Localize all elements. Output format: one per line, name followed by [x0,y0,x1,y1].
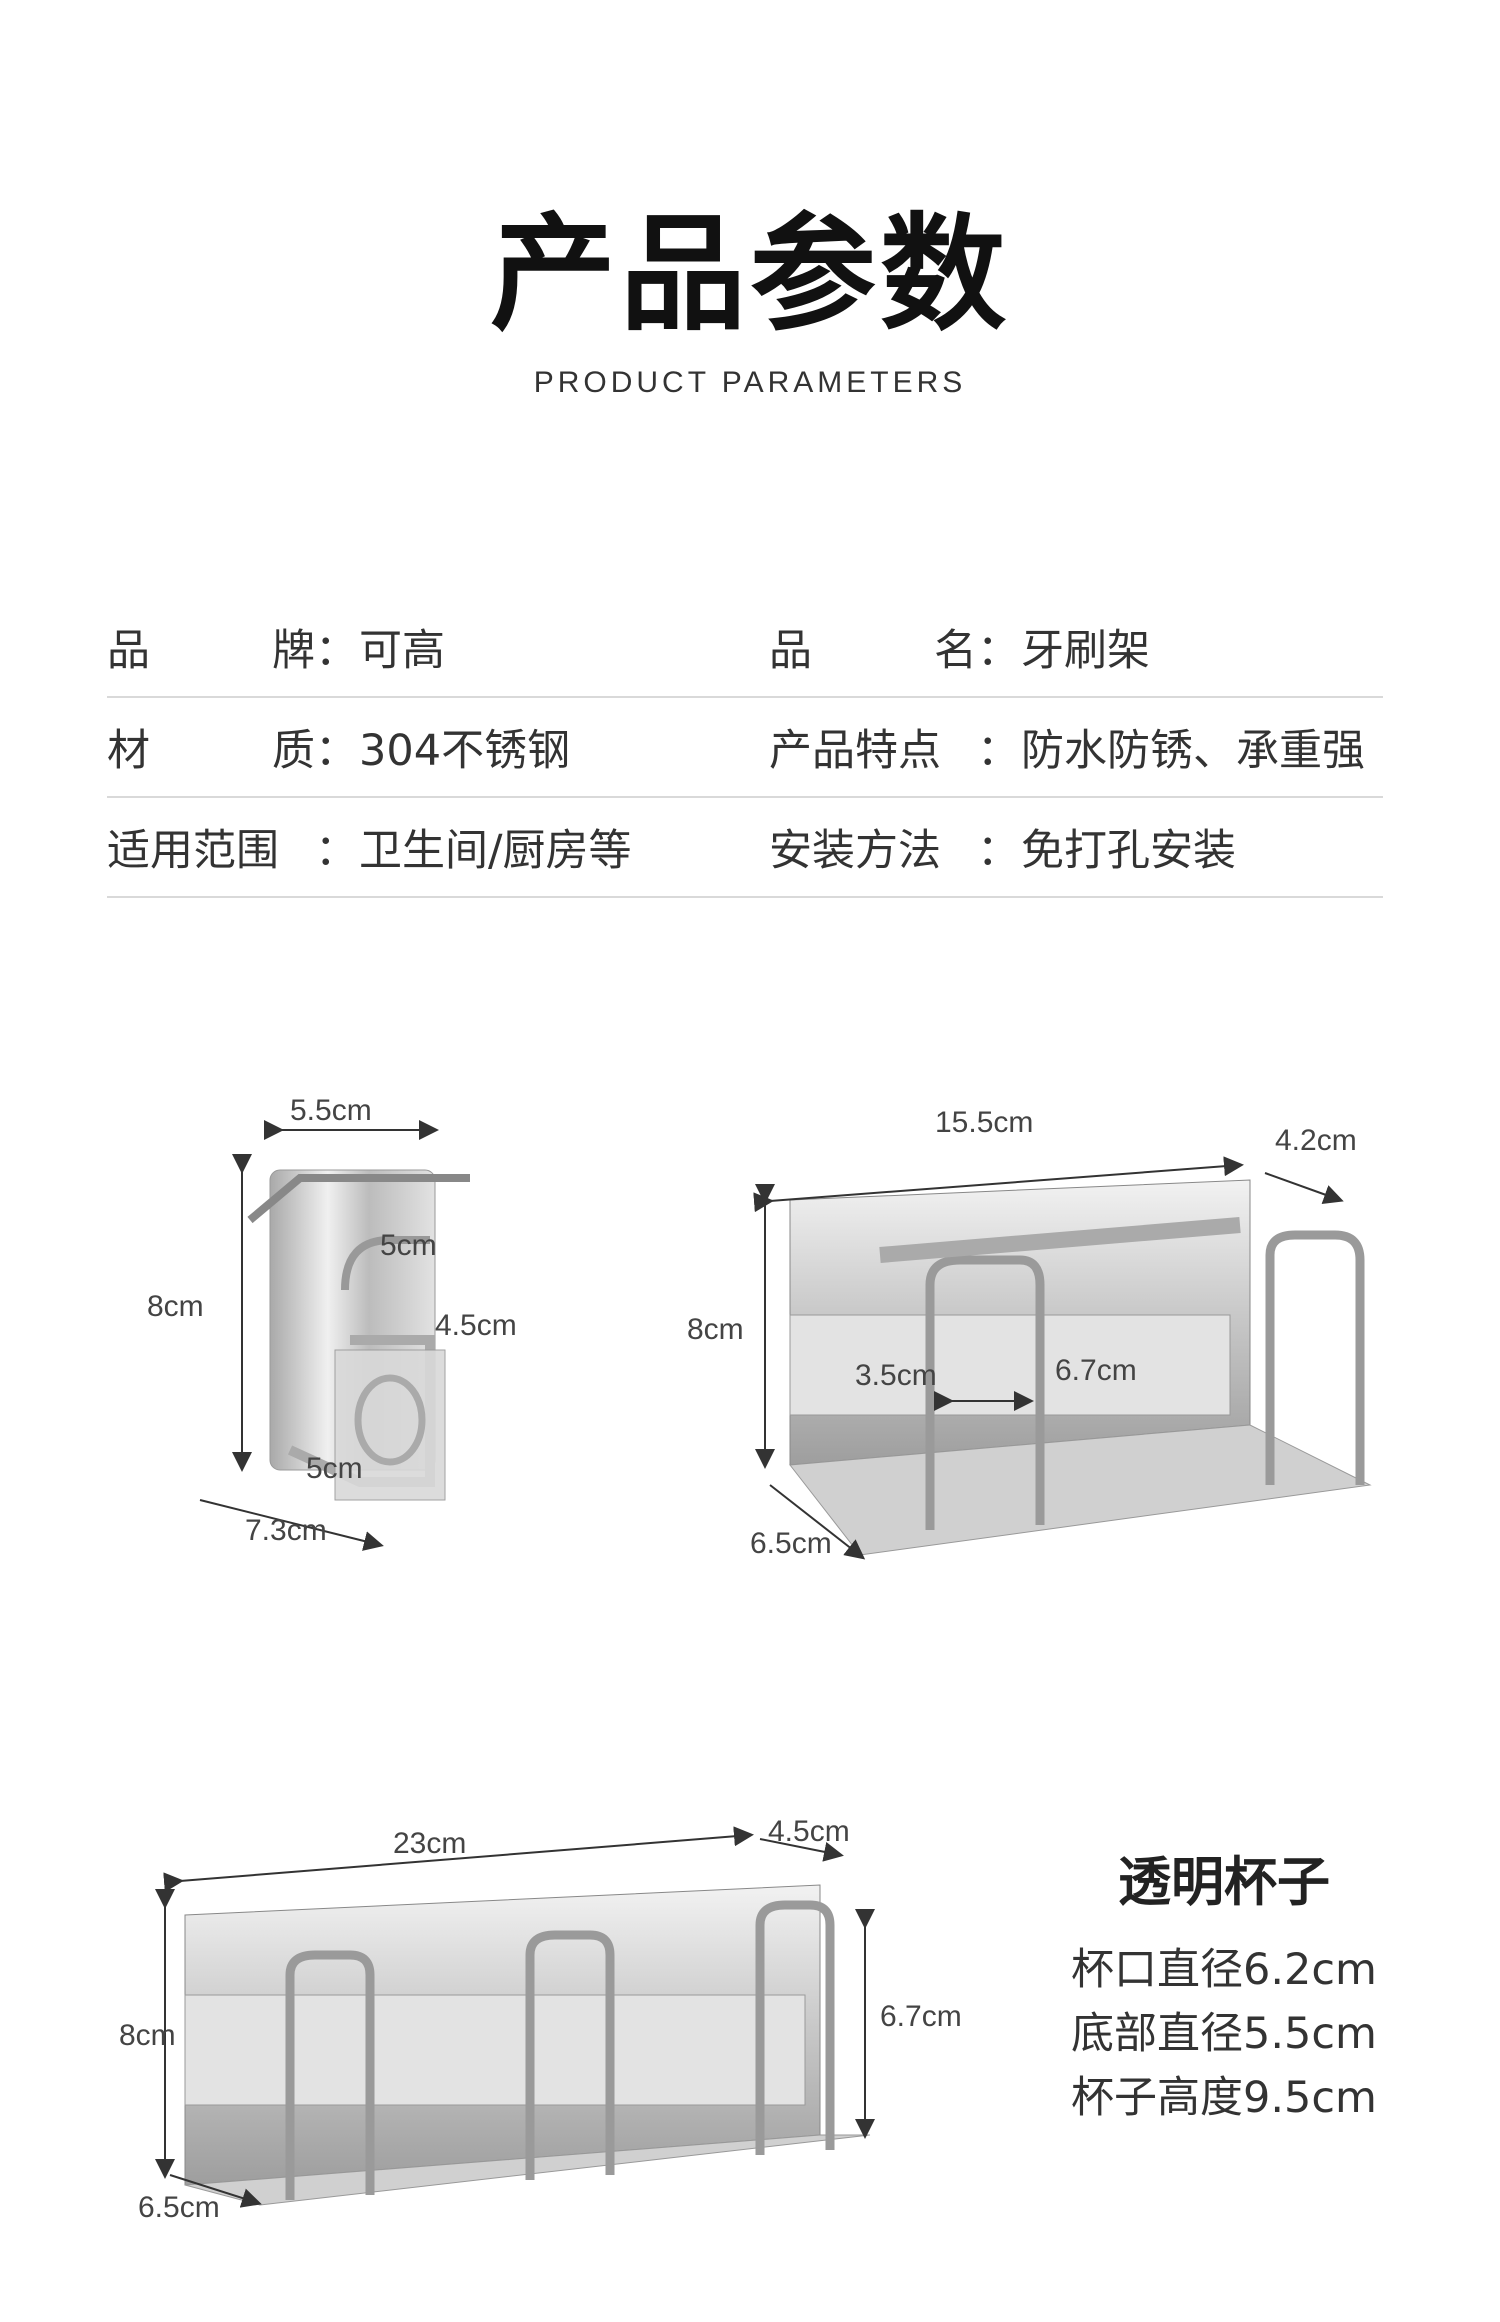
spec-label: 适用范围 [107,826,279,876]
triple-holder-figure: 23cm 4.5cm 8cm 6.7cm 6.5cm [110,1805,990,2225]
dim-arm: 5cm [380,1229,437,1262]
cup-height: 杯子高度9.5cm [1071,2073,1377,2123]
spec-label: 安装方法 [769,826,941,876]
single-holder-image [247,1169,470,1501]
dim-height: 8cm [687,1313,744,1346]
dim-width: 15.5cm [935,1106,1033,1139]
cup-rim-diameter: 杯口直径6.2cm [1071,1945,1377,1995]
double-holder-image [789,1179,1372,1556]
spec-value: 304不锈钢 [359,726,571,776]
spec-label: 材 质 [107,726,315,776]
cup-info: 透明杯子 杯口直径6.2cm 底部直径5.5cm 杯子高度9.5cm [1044,1840,1404,2130]
spec-row: 适用范围 ： 卫生间/厨房等 安装方法 ： 免打孔安装 [107,798,1383,898]
dim-height: 8cm [119,2019,176,2052]
dim-inner-height: 6.7cm [1055,1354,1137,1387]
cup-base-diameter: 底部直径5.5cm [1071,2009,1377,2059]
page-subtitle: PRODUCT PARAMETERS [533,366,967,399]
spec-value: 卫生间/厨房等 [359,826,632,876]
dim-width: 5.5cm [290,1094,372,1127]
dim-depth: 7.3cm [245,1514,327,1547]
double-holder-figure: 15.5cm 4.2cm 8cm 3.5cm 6.7cm 6.5cm [680,1085,1420,1585]
dim-inner: 3.5cm [855,1359,937,1392]
dim-width: 23cm [393,1827,466,1860]
triple-holder-image [184,1884,871,2206]
dim-cup-height: 6.7cm [880,2000,962,2033]
page-title: 产品参数 [490,201,1010,348]
cup-title: 透明杯子 [1118,1852,1330,1913]
spec-label: 品 牌 [107,626,315,676]
dim-depth: 6.5cm [750,1527,832,1560]
dim-height: 8cm [147,1290,204,1323]
dim-side: 4.5cm [768,1815,850,1848]
spec-label: 产品特点 [769,726,941,776]
spec-value: 可高 [359,626,445,676]
dim-side: 4.2cm [1275,1124,1357,1157]
dim-base: 5cm [306,1452,363,1485]
spec-value: 防水防锈、承重强 [1021,726,1365,776]
spec-value: 免打孔安装 [1021,826,1236,876]
spec-value: 牙刷架 [1021,626,1150,676]
spec-install: 安装方法 ： 免打孔安装 [769,816,1383,878]
spec-material: 材 质 ： 304不锈钢 [107,716,769,778]
spec-usage: 适用范围 ： 卫生间/厨房等 [107,816,769,878]
spec-features: 产品特点 ： 防水防锈、承重强 [769,716,1383,778]
spec-row: 品 牌 ： 可高 品 名 ： 牙刷架 [107,598,1383,698]
spec-label: 品 名 [769,626,977,676]
single-holder-figure: 5.5cm 8cm 5cm 4.5cm 5cm 7.3cm [130,1090,517,1570]
spec-product-name: 品 名 ： 牙刷架 [769,616,1383,678]
spec-table: 品 牌 ： 可高 品 名 ： 牙刷架 材 质 ： 304不锈钢 产品特点 ： [107,598,1383,898]
dim-depth: 6.5cm [138,2191,220,2224]
spec-row: 材 质 ： 304不锈钢 产品特点 ： 防水防锈、承重强 [107,698,1383,798]
dim-ring: 4.5cm [435,1309,517,1342]
spec-brand: 品 牌 ： 可高 [107,616,769,678]
